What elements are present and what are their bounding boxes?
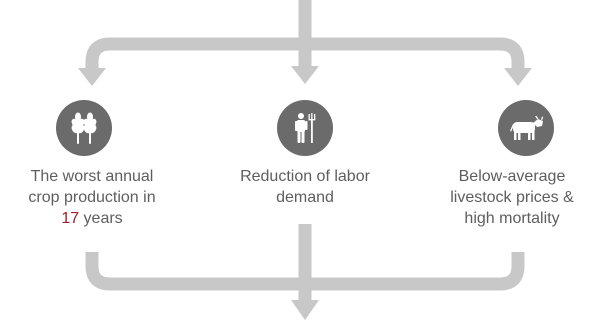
labor-demand-label-line2: demand <box>276 189 334 206</box>
livestock-label-line1: Below-average <box>458 168 566 185</box>
cow-icon-badge <box>498 100 554 156</box>
crop-production-label-line3: 17 years <box>0 208 184 229</box>
livestock-label: Below-average livestock prices & high mo… <box>424 166 600 229</box>
cow-icon <box>510 116 544 140</box>
arrowhead-center <box>291 66 319 84</box>
arrowhead-right <box>504 68 532 86</box>
crop-production-label: The worst annual crop production in 17 y… <box>0 166 184 229</box>
crop-production-label-line2: crop production in <box>28 189 156 206</box>
arrowhead-bottom <box>291 300 319 320</box>
farmer-icon-badge <box>277 100 333 156</box>
wheat-icon-badge <box>56 100 112 156</box>
crop-production-label-line1: The worst annual <box>30 168 154 185</box>
wheat-icon <box>71 112 97 144</box>
farmer-with-pitchfork-icon <box>295 113 316 143</box>
years-count-highlight: 17 <box>61 210 80 227</box>
arrowhead-left <box>78 68 106 86</box>
livestock-label-line2: livestock prices & <box>450 189 574 206</box>
labor-demand-label: Reduction of labor demand <box>210 166 400 208</box>
years-suffix: years <box>79 210 123 227</box>
labor-demand-label-line1: Reduction of labor <box>240 168 370 185</box>
livestock-label-line3: high mortality <box>464 210 560 227</box>
